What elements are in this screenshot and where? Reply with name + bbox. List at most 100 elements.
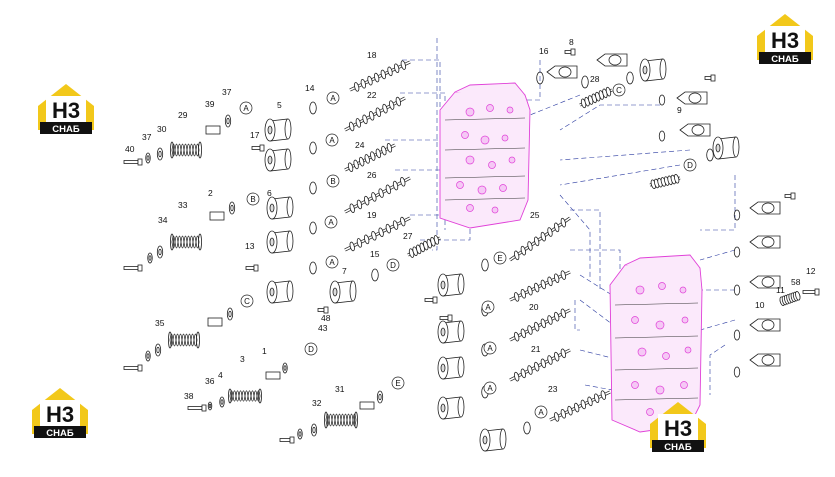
spring-33 bbox=[170, 233, 202, 251]
part-number-label: 16 bbox=[539, 46, 549, 56]
pin-1 bbox=[265, 371, 281, 380]
washer-37-b bbox=[224, 114, 232, 128]
pin-2-a bbox=[209, 211, 225, 221]
washer-36-a bbox=[207, 401, 213, 411]
spool-19 bbox=[344, 216, 411, 252]
circle-letter-text: A bbox=[243, 104, 249, 113]
oring-14-d bbox=[309, 221, 317, 235]
oring-16-i bbox=[733, 366, 741, 378]
spool-25 bbox=[509, 216, 571, 262]
washer-37-c bbox=[147, 252, 153, 264]
bolt-17-b bbox=[439, 314, 453, 322]
seat-4 bbox=[219, 396, 225, 408]
oring-14-a bbox=[309, 101, 317, 115]
part-number-label: 6 bbox=[267, 188, 272, 198]
circle-letter-a: A bbox=[483, 341, 497, 355]
circle-letter-text: A bbox=[538, 408, 544, 417]
spool-18-b bbox=[509, 270, 571, 302]
washer-37-a bbox=[145, 152, 151, 164]
logo-mark: H3 bbox=[771, 28, 799, 53]
plug-43-b bbox=[424, 296, 438, 304]
circle-letter-text: B bbox=[330, 177, 335, 186]
flange-8-d bbox=[749, 201, 781, 215]
oring-16-b bbox=[581, 75, 589, 89]
cap-5-d bbox=[266, 280, 294, 304]
part-number-label: 43 bbox=[318, 323, 328, 333]
oring-16-g bbox=[733, 284, 741, 296]
circle-letter-b: B bbox=[326, 174, 340, 188]
flange-8-c bbox=[676, 91, 708, 105]
bolt-17-c bbox=[564, 48, 576, 56]
plug-43-c bbox=[704, 74, 716, 82]
cap-6-b bbox=[639, 58, 667, 82]
oring-15 bbox=[371, 268, 379, 282]
parts-layer bbox=[123, 48, 820, 452]
oring-16-a bbox=[536, 71, 544, 85]
part-number-label: 5 bbox=[277, 100, 282, 110]
spring-29-b bbox=[168, 331, 200, 349]
circle-letter-text: A bbox=[328, 218, 334, 227]
part-number-label: 28 bbox=[590, 74, 600, 84]
spool-27-b bbox=[649, 174, 681, 189]
part-number-label: 36 bbox=[205, 376, 215, 386]
part-number-label: 22 bbox=[367, 90, 377, 100]
cap-5-b bbox=[264, 148, 292, 172]
spring-3 bbox=[228, 388, 262, 404]
part-number-label: 2 bbox=[208, 188, 213, 198]
logo-caption: CHAБ bbox=[664, 442, 692, 453]
part-number-label: 3 bbox=[240, 354, 245, 364]
cap-5-i bbox=[479, 428, 507, 452]
circle-letter-text: A bbox=[329, 258, 335, 267]
spool-18 bbox=[349, 60, 411, 92]
cap-5-c bbox=[266, 230, 294, 254]
oring-16-c bbox=[658, 94, 666, 106]
part-number-label: 19 bbox=[367, 210, 377, 220]
oring-15-b bbox=[706, 148, 714, 162]
washer-37-e bbox=[145, 350, 151, 362]
circle-letter-text: D bbox=[308, 345, 314, 354]
washer-37-h bbox=[376, 390, 384, 404]
bolt-40-c bbox=[123, 364, 143, 372]
bolt-17-a bbox=[251, 144, 265, 152]
circle-letter-d: D bbox=[683, 158, 697, 172]
circle-letter-text: A bbox=[329, 136, 335, 145]
circle-letter-a: A bbox=[239, 101, 253, 115]
upper-valve-body bbox=[439, 82, 531, 229]
pin-2-b bbox=[207, 317, 223, 327]
oring-14-k bbox=[626, 71, 634, 85]
part-number-label: 17 bbox=[250, 130, 260, 140]
part-number-label: 31 bbox=[335, 384, 345, 394]
circle-letter-c: C bbox=[612, 83, 626, 97]
seat-34 bbox=[156, 245, 164, 259]
circle-letter-text: A bbox=[487, 344, 493, 353]
circle-letter-text: E bbox=[497, 254, 502, 263]
circle-letter-c: C bbox=[240, 294, 254, 308]
cap-5-e bbox=[437, 273, 465, 297]
pin-39-b bbox=[359, 401, 375, 410]
logo-mark: H3 bbox=[52, 98, 80, 123]
circle-letter-a: A bbox=[483, 381, 497, 395]
circle-letter-a: A bbox=[326, 91, 340, 105]
lower-valve-body bbox=[609, 254, 703, 433]
cap-7-a bbox=[329, 280, 357, 304]
cap-5-f bbox=[437, 320, 465, 344]
spring-29-a bbox=[170, 141, 202, 159]
flange-8-a bbox=[546, 65, 578, 79]
seat-30 bbox=[156, 147, 164, 161]
circle-letter-text: B bbox=[250, 195, 255, 204]
cap-5-a bbox=[264, 118, 292, 142]
circle-letter-a: A bbox=[481, 300, 495, 314]
circle-letter-a: A bbox=[534, 405, 548, 419]
flange-8-f bbox=[749, 275, 781, 289]
part-number-label: 7 bbox=[342, 266, 347, 276]
part-number-label: 29 bbox=[178, 110, 188, 120]
circle-letter-text: C bbox=[616, 86, 622, 95]
part-number-label: 10 bbox=[755, 300, 765, 310]
spool-21 bbox=[509, 348, 571, 382]
part-number-labels: 4037302939371751418222426192725233346137… bbox=[125, 37, 816, 408]
spool-28 bbox=[579, 86, 613, 109]
